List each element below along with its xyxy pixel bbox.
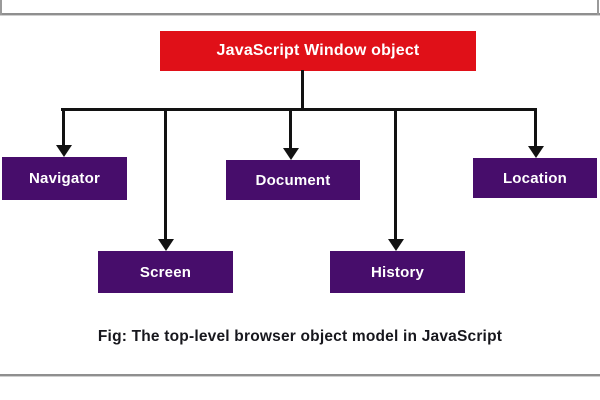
node-location: Location <box>473 158 597 198</box>
top-left-frame-edge <box>0 0 2 15</box>
connector-root-stub <box>301 70 304 110</box>
node-screen: Screen <box>98 251 233 293</box>
arrowhead-screen-icon <box>158 239 174 251</box>
connector-document-line <box>289 108 292 149</box>
connector-history-line <box>394 108 397 240</box>
arrowhead-history-icon <box>388 239 404 251</box>
figure-caption: Fig: The top-level browser object model … <box>97 328 503 345</box>
connector-horizontal-bar <box>61 108 537 111</box>
top-frame-rule <box>0 13 600 15</box>
top-right-frame-edge <box>597 0 599 15</box>
connector-screen-line <box>164 108 167 240</box>
node-window-object: JavaScript Window object <box>160 31 476 71</box>
arrowhead-document-icon <box>283 148 299 160</box>
node-document: Document <box>226 160 360 200</box>
connector-location-line <box>534 108 537 147</box>
bottom-frame-rule-highlight <box>0 376 600 377</box>
top-frame-rule-highlight <box>0 15 600 16</box>
connector-navigator-line <box>62 108 65 146</box>
node-navigator: Navigator <box>2 157 127 200</box>
node-history: History <box>330 251 465 293</box>
arrowhead-location-icon <box>528 146 544 158</box>
bottom-frame-rule <box>0 374 600 376</box>
arrowhead-navigator-icon <box>56 145 72 157</box>
